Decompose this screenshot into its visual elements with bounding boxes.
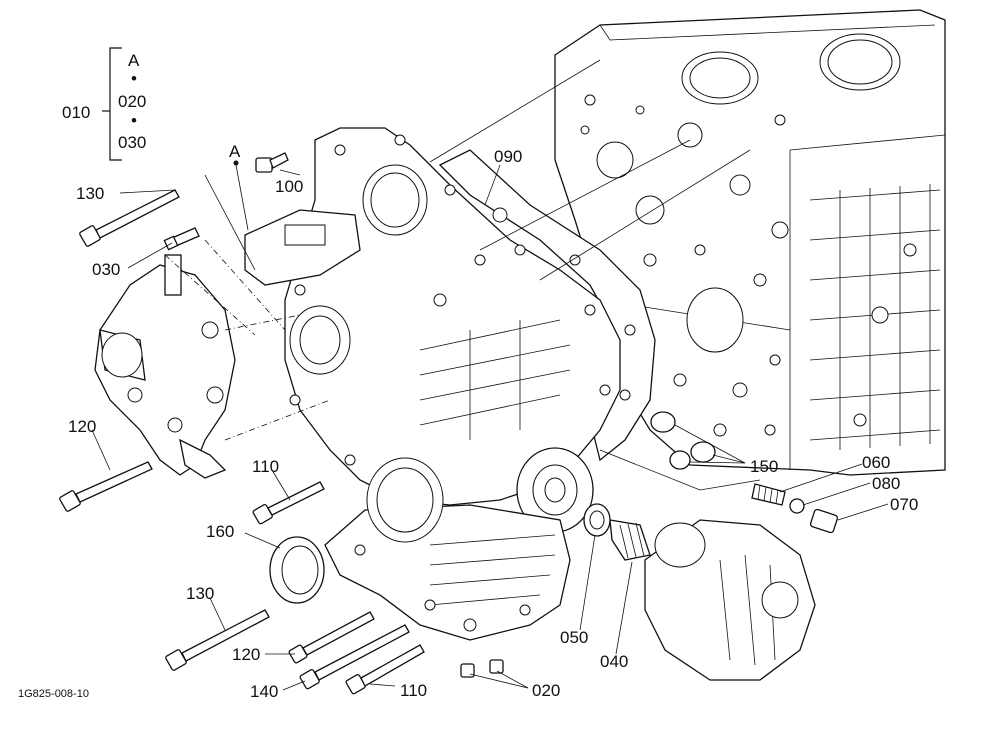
bolt-130-bottom [165,609,270,671]
leader-lines [91,47,889,691]
callout-A: A [229,142,241,161]
plug-070 [809,508,839,534]
bolt-140 [299,624,410,690]
callout-080: 080 [872,474,900,493]
oil-pan [324,457,571,641]
oil-seal-160 [269,536,325,604]
callout-120-left: 120 [68,417,96,436]
callout-110-bottom: 110 [400,681,427,700]
callout-160: 160 [206,522,234,541]
callout-050: 050 [560,628,588,647]
gasket-090 [438,149,656,462]
bolt-130-top [79,189,180,247]
callout-A-top: A [128,51,140,70]
callout-100: 100 [275,177,303,196]
callout-140: 140 [250,682,278,701]
callout-130-top: 130 [76,184,104,203]
callout-020-bottom: 020 [532,681,560,700]
callout-labels: 010 A • 020 • 030 A 100 090 130 030 120 … [18,51,918,701]
callout-090: 090 [494,147,522,166]
relief-valve-spring-060 [751,483,786,506]
plugs-020-bottom [460,659,504,678]
bolt-120-left [59,461,153,512]
callout-070: 070 [890,495,918,514]
callout-150: 150 [750,457,778,476]
bolt-120-bottom [288,611,375,664]
callout-040: 040 [600,652,628,671]
bolt-110-bottom [345,644,425,695]
callout-130-bottom: 130 [186,584,214,603]
bullet-1: • [131,69,137,88]
figure-code: 1G825-008-10 [18,688,89,700]
callout-120-bottom: 120 [232,645,260,664]
callout-030: 030 [92,260,120,279]
callout-060: 060 [862,453,890,472]
stud-030 [163,227,200,251]
water-pump [94,254,236,479]
plug-100 [255,152,289,173]
bullet-2: • [131,111,137,130]
reference-dot-A [233,160,239,166]
o-rings-150 [650,411,716,470]
ball-080 [789,498,805,514]
callout-010: 010 [62,103,90,122]
threaded-nipple-040 [609,519,651,561]
gear-case [244,127,621,533]
bolt-110-mid [252,481,325,525]
callout-030-top: 030 [118,133,146,152]
callout-110-mid: 110 [252,457,279,476]
oil-filter [644,519,816,681]
callout-020-top: 020 [118,92,146,111]
